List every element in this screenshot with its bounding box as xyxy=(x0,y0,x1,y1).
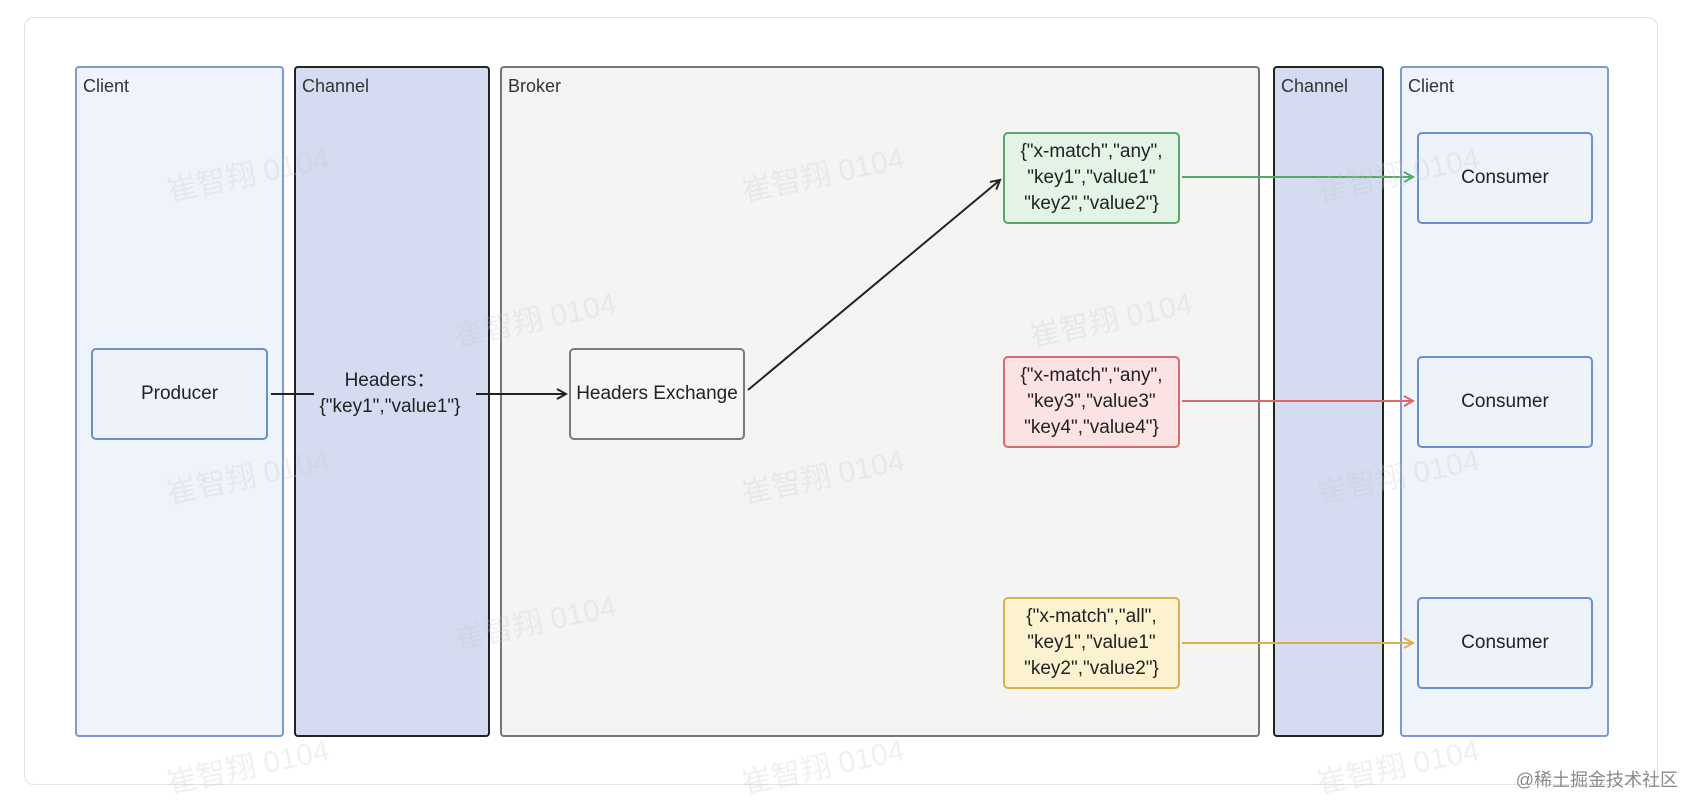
consumer-2-node[interactable]: Consumer xyxy=(1417,356,1593,448)
credit-text: @稀土掘金技术社区 xyxy=(1515,770,1678,790)
edge-exchange-to-green-binding xyxy=(747,180,1000,391)
binding-yellow-node[interactable]: {"x-match","all", "key1","value1" "key2"… xyxy=(1003,597,1180,689)
message-headers-label: Headers： {"key1","value1"} xyxy=(319,370,461,417)
producer-node[interactable]: Producer xyxy=(91,348,268,440)
headers-exchange-node[interactable]: Headers Exchange xyxy=(569,348,745,440)
lane-title: Client xyxy=(1408,76,1455,96)
channel-lane-left: Channel xyxy=(294,66,490,737)
consumer-1-node[interactable]: Consumer xyxy=(1417,132,1593,224)
lane-title: Client xyxy=(83,76,130,96)
binding-red-node[interactable]: {"x-match","any", "key3","value3" "key4"… xyxy=(1003,356,1180,448)
lane-title: Channel xyxy=(302,76,370,96)
binding-green-node[interactable]: {"x-match","any", "key1","value1" "key2"… xyxy=(1003,132,1180,224)
consumer-3-node[interactable]: Consumer xyxy=(1417,597,1593,689)
lane-title: Broker xyxy=(508,76,562,96)
lane-title: Channel xyxy=(1281,76,1349,96)
